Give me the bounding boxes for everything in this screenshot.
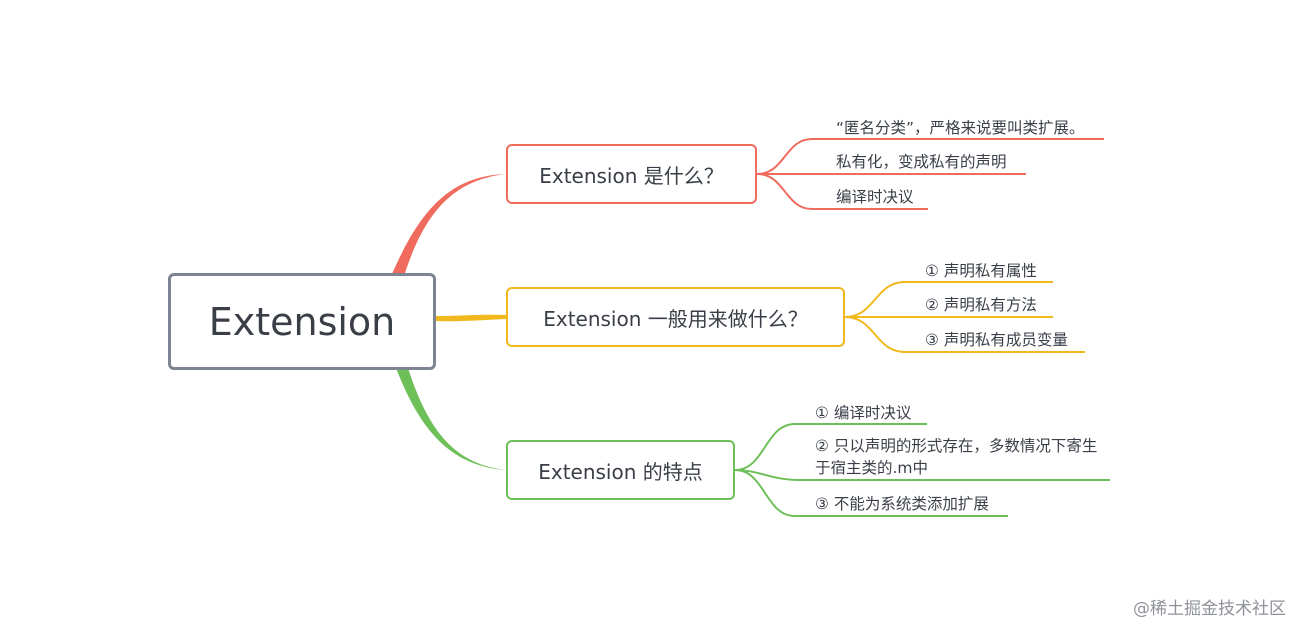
connector-branch-2-item-2 xyxy=(734,469,1008,517)
connector-branch-0-item-0 xyxy=(756,138,1104,175)
leaf-private-properties[interactable]: ① 声明私有属性 xyxy=(925,262,1037,280)
leaf-private-methods[interactable]: ② 声明私有方法 xyxy=(925,296,1037,314)
branch-node-usage[interactable]: Extension 一般用来做什么？ xyxy=(506,287,845,347)
leaf-anonymous-category[interactable]: “匿名分类”，严格来说要叫类扩展。 xyxy=(836,119,1085,137)
branch-node-features[interactable]: Extension 的特点 xyxy=(506,440,735,500)
leaf-compile-time-resolution[interactable]: 编译时决议 xyxy=(836,188,914,206)
leaf-no-system-class-extension[interactable]: ③ 不能为系统类添加扩展 xyxy=(815,495,989,513)
connector-root-branch-0 xyxy=(392,174,506,276)
leaf-private-ivars[interactable]: ③ 声明私有成员变量 xyxy=(925,331,1068,349)
root-node[interactable]: Extension xyxy=(168,273,436,370)
leaf-compile-time-resolution-2[interactable]: ① 编译时决议 xyxy=(815,404,912,422)
leaf-declaration-only[interactable]: ② 只以声明的形式存在，多数情况下寄生于宿主类的.m中 xyxy=(815,437,1098,477)
watermark: @稀土掘金技术社区 xyxy=(1133,599,1286,619)
connector-branch-0-item-2 xyxy=(756,173,928,210)
leaf-privatization[interactable]: 私有化，变成私有的声明 xyxy=(836,153,1007,171)
connector-branch-1-item-2 xyxy=(844,316,1085,353)
connector-root-branch-2 xyxy=(396,368,506,470)
connector-branch-1-item-0 xyxy=(844,281,1053,318)
connector-branch-2-item-0 xyxy=(734,423,927,471)
branch-node-what-is[interactable]: Extension 是什么？ xyxy=(506,144,757,204)
connector-root-branch-1 xyxy=(436,314,506,322)
